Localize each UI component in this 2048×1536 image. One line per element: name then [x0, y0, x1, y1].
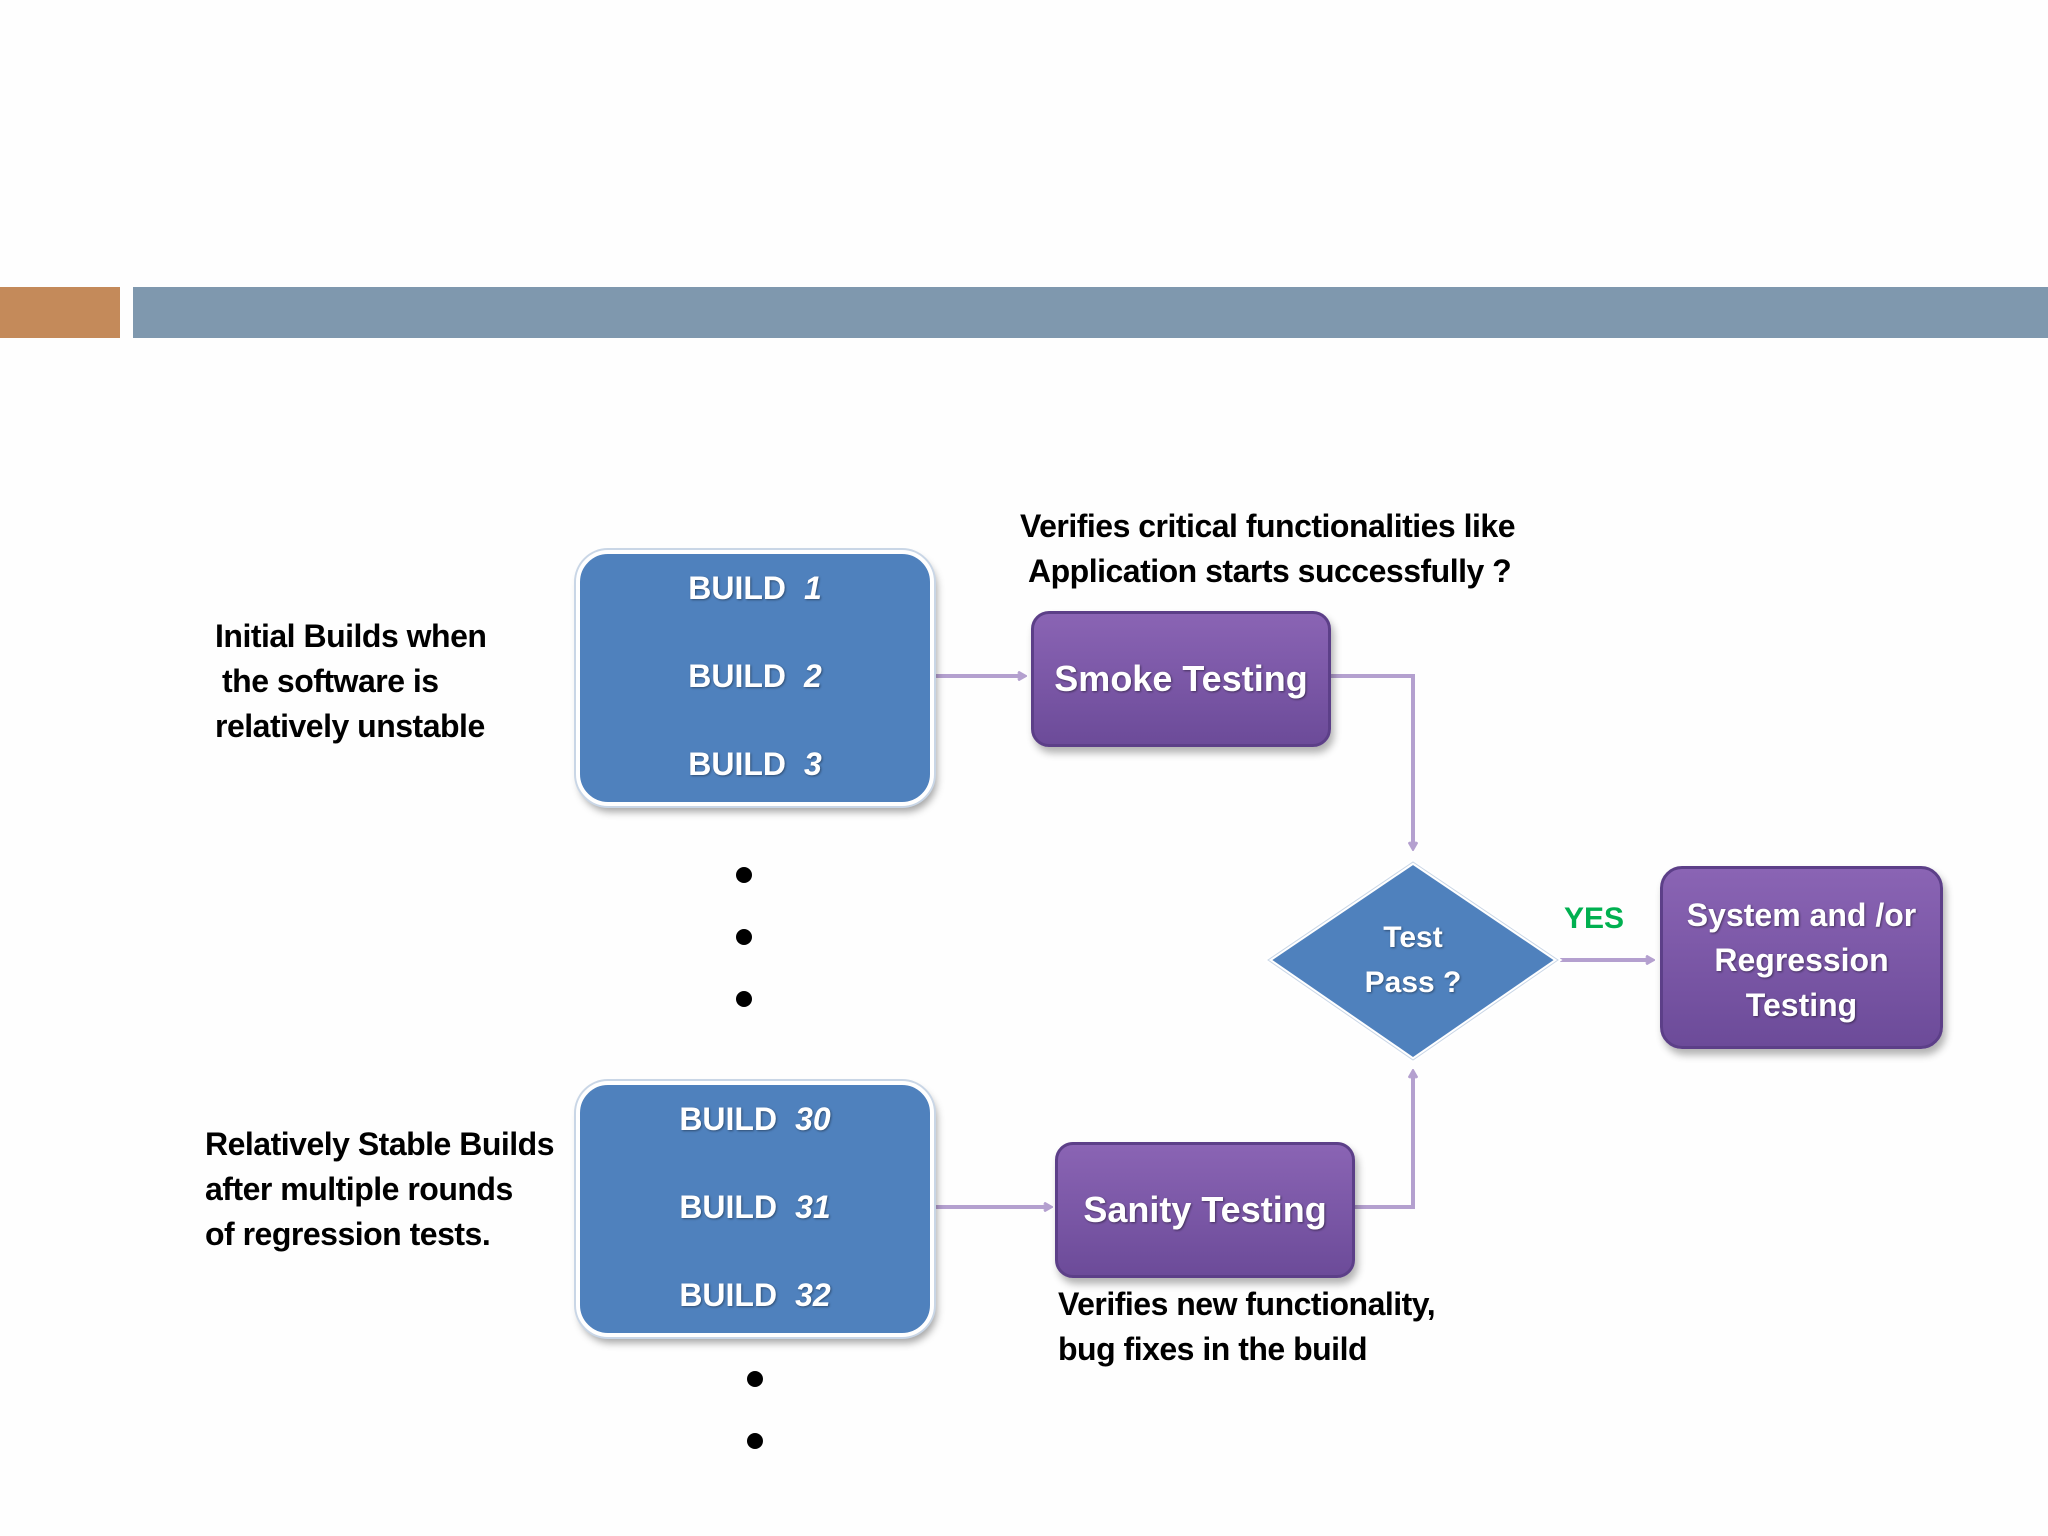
ellipsis-dot-icon: [747, 1371, 763, 1387]
sanity-testing-note: Verifies new functionality, bug fixes in…: [1058, 1286, 1436, 1367]
header-slate-bar: [133, 287, 2048, 338]
sanity-testing-node: Sanity Testing: [1055, 1142, 1355, 1278]
arrow-smoke-to-decision: [1328, 674, 1413, 848]
decision-label: Test Pass ?: [1364, 921, 1462, 999]
arrow-sanity-to-decision: [1352, 1072, 1413, 1209]
initial-builds-note: Initial Builds when the software is rela…: [215, 618, 487, 744]
ellipsis-dot-icon: [736, 929, 752, 945]
ellipsis-dot-icon: [736, 867, 752, 883]
yes-edge-label: YES: [1564, 902, 1625, 935]
header-accent-bar: [0, 287, 120, 338]
smoke-testing-node: Smoke Testing: [1031, 611, 1331, 747]
stable-builds-note: Relatively Stable Builds after multiple …: [205, 1126, 555, 1252]
system-regression-testing-node: System and /or Regression Testing: [1660, 866, 1943, 1049]
ellipsis-dot-icon: [736, 991, 752, 1007]
ellipsis-dot-icon: [747, 1433, 763, 1449]
smoke-testing-note: Verifies critical functionalities like A…: [1020, 508, 1515, 589]
